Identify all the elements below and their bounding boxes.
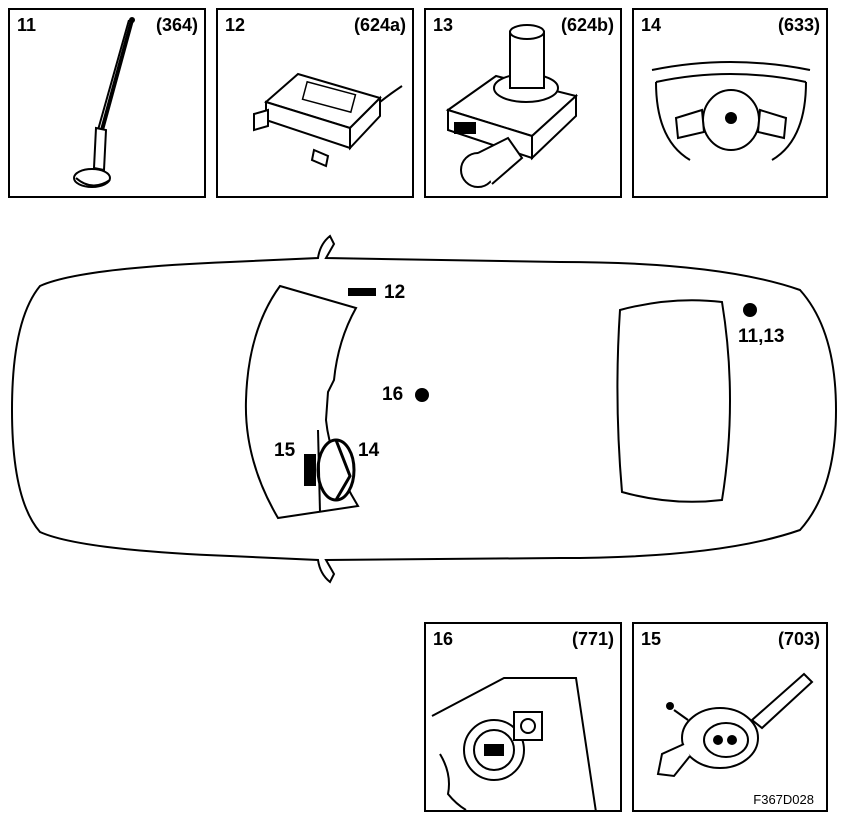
part-code: (624b) [560, 15, 614, 35]
part-code: (771) [571, 629, 614, 649]
detail-panel-16: 16 (771) [424, 622, 622, 812]
part-code: (624a) [353, 15, 406, 35]
antenna-icon [73, 17, 135, 188]
panel-number: 12 [225, 15, 246, 35]
panel-number: 14 [641, 15, 662, 35]
rear-window [616, 299, 731, 503]
panel-number: 13 [433, 15, 454, 35]
label-14: 14 [358, 440, 380, 461]
label-16: 16 [382, 384, 404, 405]
label-12: 12 [384, 282, 406, 303]
label-15: 15 [274, 440, 296, 461]
ignition-lock-icon [431, 677, 597, 812]
control-module-icon [253, 72, 403, 168]
panel-number: 15 [641, 629, 662, 649]
panel-number: 16 [433, 629, 454, 649]
part-code: (633) [777, 15, 820, 35]
marker-11-13 [743, 303, 757, 317]
marker-15 [304, 454, 316, 486]
marker-16 [415, 388, 429, 402]
label-11-13: 11,13 [738, 326, 785, 347]
detail-panel-14: 14 (633) [632, 8, 828, 198]
part-code: (364) [155, 15, 198, 35]
receiver-unit-icon [445, 24, 579, 188]
detail-panel-12: 12 (624a) [216, 8, 414, 198]
detail-panel-11: 11 (364) [8, 8, 206, 198]
figure-code: F367D028 [753, 792, 814, 807]
detail-panel-15: 15 (703) F367D028 [632, 622, 828, 812]
steering-wheel-icon [651, 61, 811, 161]
panel-number: 11 [17, 15, 37, 35]
ignition-key-icon [656, 672, 814, 778]
detail-panel-13: 13 (624b) [424, 8, 622, 198]
marker-12 [348, 288, 376, 296]
part-code: (703) [777, 629, 820, 649]
